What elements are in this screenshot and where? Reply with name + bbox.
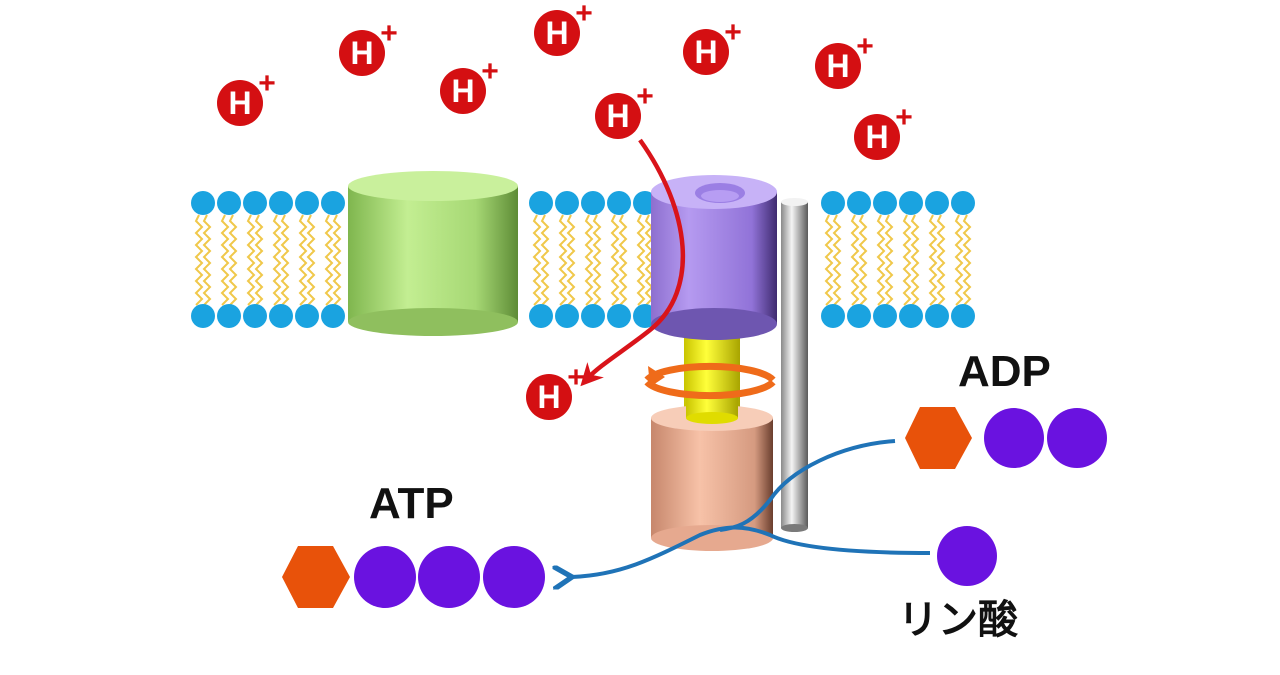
svg-text:+: + (575, 0, 593, 30)
proton-icon: H+ (440, 55, 499, 114)
lipid-head (555, 191, 579, 215)
lipid-head (295, 191, 319, 215)
f1-head (651, 390, 773, 551)
svg-text:H: H (606, 98, 629, 134)
proton-icon: H+ (854, 101, 913, 160)
atp-label: ATP (369, 479, 454, 528)
proton-flow-arrow (580, 138, 686, 387)
lipid-head (925, 191, 949, 215)
atp-molecule (282, 546, 545, 608)
lipid-head (529, 304, 553, 328)
phosphate-label: リン酸 (898, 597, 1018, 643)
adenosine-hexagon (905, 407, 972, 469)
svg-text:H: H (228, 85, 251, 121)
proton-icon: H+ (815, 30, 874, 89)
svg-text:+: + (724, 16, 742, 49)
lipid-head (217, 191, 241, 215)
proton-icon: H+ (339, 17, 398, 76)
lipid-head (821, 191, 845, 215)
lipid-head (191, 304, 215, 328)
lipid-head (321, 304, 345, 328)
protons: H+H+H+H+H+H+H+H+H+ (217, 0, 913, 420)
svg-text:+: + (895, 101, 913, 134)
svg-text:H: H (350, 35, 373, 71)
rotation-arrow-icon (644, 366, 776, 400)
lipid-head (607, 191, 631, 215)
proton-icon: H+ (526, 361, 585, 420)
lipid-head (581, 304, 605, 328)
svg-text:+: + (380, 17, 398, 50)
lipid-head (847, 191, 871, 215)
svg-text:H: H (451, 73, 474, 109)
proton-icon: H+ (683, 16, 742, 75)
lipid-head (951, 191, 975, 215)
channel-protein (348, 171, 518, 336)
phosphate-circle (984, 408, 1044, 468)
adp-molecule (905, 407, 1107, 469)
lipid-head (925, 304, 949, 328)
svg-text:+: + (636, 80, 654, 113)
lipid-head (951, 304, 975, 328)
proton-icon: H+ (217, 67, 276, 126)
lipid-head (295, 304, 319, 328)
free-phosphate-circle (937, 526, 997, 586)
svg-text:H: H (537, 379, 560, 415)
reaction-arrows (572, 439, 931, 577)
lipid-bilayer (191, 191, 975, 328)
phosphate-circle (1047, 408, 1107, 468)
lipid-head (555, 304, 579, 328)
lipid-head (581, 191, 605, 215)
lipid-head (821, 304, 845, 328)
lipid-head (243, 191, 267, 215)
lipid-head (217, 304, 241, 328)
adenosine-hexagon (282, 546, 350, 608)
lipid-head (847, 304, 871, 328)
proton-icon: H+ (534, 0, 593, 56)
svg-text:+: + (481, 55, 499, 88)
lipid-head (269, 304, 293, 328)
svg-text:+: + (567, 361, 585, 394)
svg-text:H: H (826, 48, 849, 84)
proton-icon: H+ (595, 80, 654, 139)
phosphate-circle (418, 546, 480, 608)
lipid-head (529, 191, 553, 215)
lipid-head (269, 191, 293, 215)
phosphate-circle (354, 546, 416, 608)
svg-text:H: H (694, 34, 717, 70)
lipid-head (607, 304, 631, 328)
svg-text:H: H (545, 15, 568, 51)
lipid-head (873, 304, 897, 328)
lipid-head (243, 304, 267, 328)
lipid-head (321, 191, 345, 215)
phosphate-circle (483, 546, 545, 608)
lipid-head (899, 191, 923, 215)
lipid-head (899, 304, 923, 328)
adp-label: ADP (958, 347, 1051, 396)
svg-text:+: + (856, 30, 874, 63)
svg-text:H: H (865, 119, 888, 155)
svg-text:+: + (258, 67, 276, 100)
lipid-head (873, 191, 897, 215)
lipid-head (191, 191, 215, 215)
